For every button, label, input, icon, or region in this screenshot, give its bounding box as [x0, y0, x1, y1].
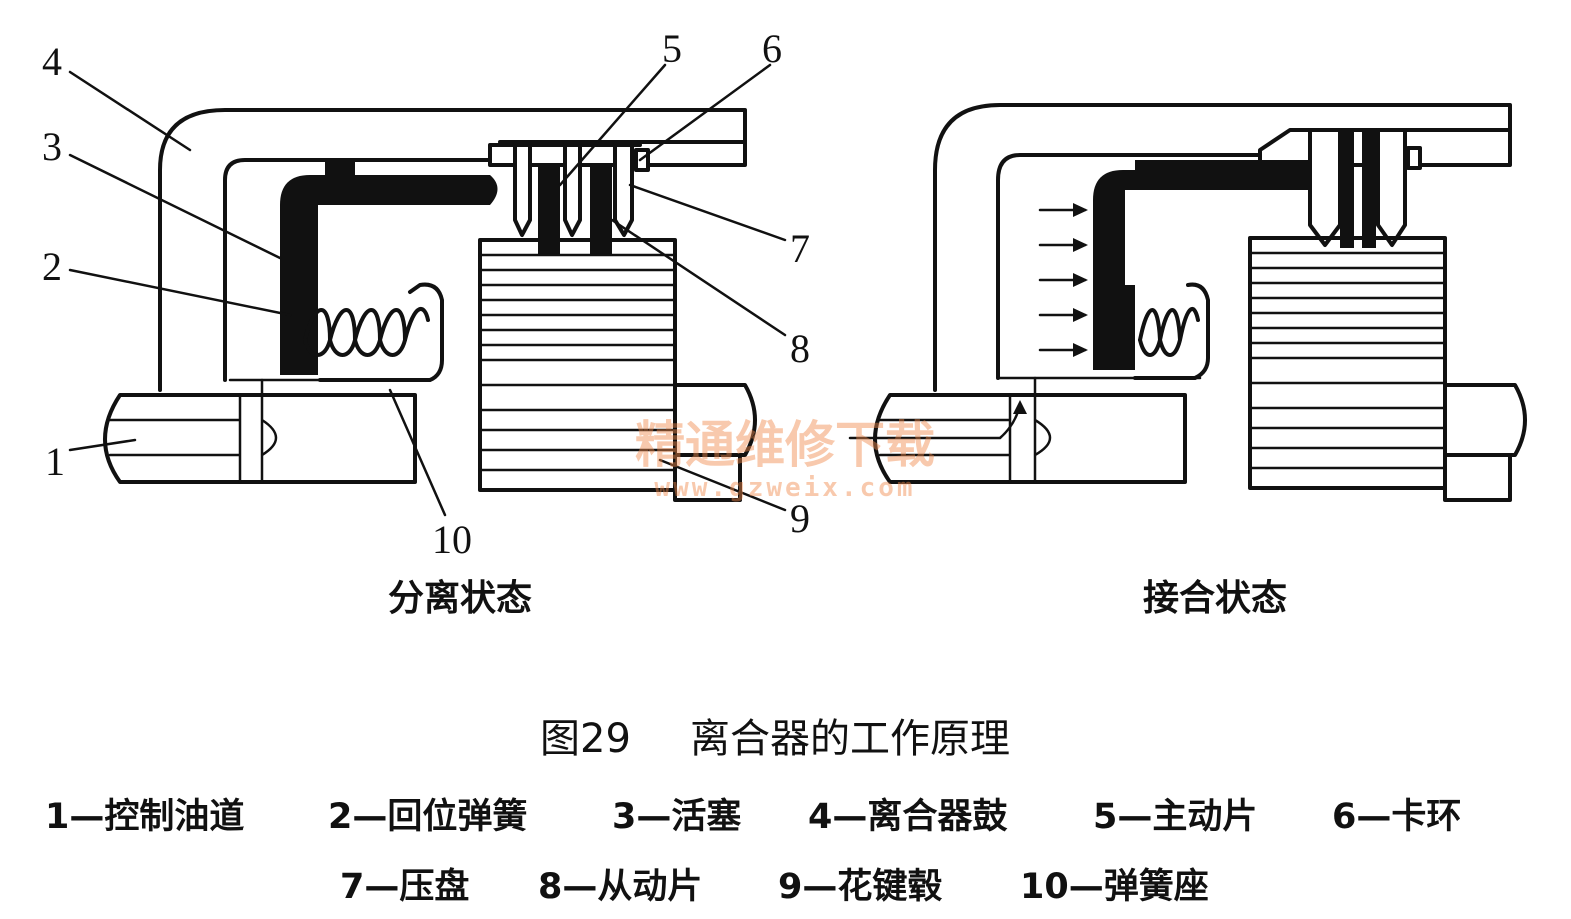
callout-3: 3 [42, 124, 62, 169]
legend-item: 3—活塞 [612, 797, 741, 837]
oil-passage-shaft [103, 393, 417, 484]
callout-2: 2 [42, 244, 62, 289]
clutch-drum-outline [158, 108, 747, 392]
state-label-disengaged: 分离状态 [388, 578, 532, 619]
disengaged-drawing: 1 2 3 4 5 6 7 8 9 10 [42, 26, 810, 562]
callout-5: 5 [662, 26, 682, 71]
oil-passage-shaft-engaged [873, 393, 1187, 484]
callout-7: 7 [790, 226, 810, 271]
legend-item: 6—卡环 [1332, 797, 1461, 837]
spring-seat [318, 282, 444, 382]
figure-number: 图29 [540, 716, 631, 762]
callout-6: 6 [762, 26, 782, 71]
legend-item: 7—压盘 [340, 866, 469, 907]
return-spring-engaged [1138, 306, 1200, 357]
state-label-engaged: 接合状态 [1143, 578, 1287, 619]
callout-4: 4 [42, 39, 62, 84]
return-spring [303, 306, 430, 357]
watermark-url: www.gzweix.com [654, 473, 915, 503]
legend-item: 4—离合器鼓 [808, 796, 1008, 837]
callout-1: 1 [45, 439, 65, 484]
callout-9: 9 [790, 496, 810, 541]
pressure-arrows [848, 203, 1088, 440]
leader-lines-left [68, 63, 787, 517]
legend-item: 5—主动片 [1093, 797, 1257, 837]
piston-engaged [1093, 160, 1320, 370]
clutch-drum-outline-engaged [933, 103, 1512, 392]
legend: 1—控制油道 2—回位弹簧 3—活塞 4—离合器鼓 5—主动片 6—卡环 7—压… [45, 796, 1461, 907]
watermark-text: 精通维修下载 [635, 416, 935, 474]
engaged-drawing [848, 103, 1527, 502]
spring-seat-engaged [1133, 282, 1210, 380]
legend-item: 2—回位弹簧 [328, 797, 527, 837]
splined-hub [478, 238, 757, 502]
legend-item: 9—花键毂 [778, 867, 942, 907]
legend-item: 1—控制油道 [45, 797, 244, 837]
legend-item: 10—弹簧座 [1020, 867, 1209, 907]
clutch-plates-engaged [1308, 128, 1422, 248]
clutch-drum-inner [223, 158, 492, 382]
figure-title: 离合器的工作原理 [690, 716, 1010, 762]
piston [280, 162, 498, 375]
callout-10: 10 [432, 517, 472, 562]
legend-item: 8—从动片 [538, 867, 702, 907]
splined-hub-engaged [1248, 236, 1527, 502]
callout-8: 8 [790, 326, 810, 371]
